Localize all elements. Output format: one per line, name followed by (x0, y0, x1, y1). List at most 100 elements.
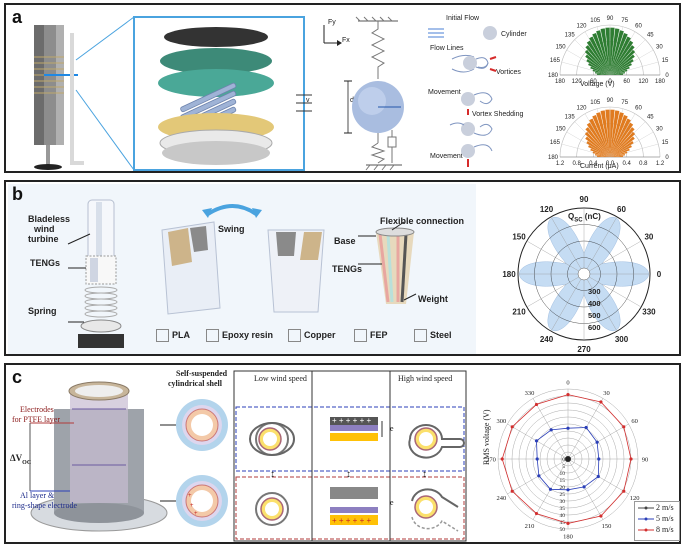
rms-point (510, 425, 514, 429)
voltage-angle-label: 90 (607, 16, 614, 22)
voltage-angle-label: 180 (548, 73, 559, 79)
current-bar (594, 153, 610, 157)
qsc-spoke (550, 273, 585, 332)
current-radial-label: 0.0 (606, 161, 615, 167)
current-bar (610, 151, 628, 157)
voltage-bar (584, 49, 610, 75)
current-angle-label: 60 (635, 106, 642, 112)
bladeless-label: Bladeless (28, 214, 71, 224)
qsc-angle-label: 240 (540, 335, 554, 344)
force-y-label: Fy (328, 19, 336, 26)
swing-illustration (161, 204, 325, 315)
current-axis-label: Current (μA) (580, 163, 619, 170)
current-radial-label: 1.2 (556, 161, 565, 167)
voltage-bar (610, 27, 615, 75)
legend-label-copper: Copper (304, 330, 336, 340)
qsc-radial-label: 500 (588, 311, 601, 320)
current-bar (585, 136, 610, 157)
rms-spoke (567, 458, 604, 520)
voltage-angle-label: 15 (662, 58, 669, 64)
current-bar (592, 151, 610, 157)
voltage-axis-label: Voltage (V) (580, 81, 615, 88)
voltage-spoke (566, 49, 611, 76)
current-bar (610, 118, 631, 157)
voltage-bar (605, 27, 610, 75)
current-bar (610, 153, 626, 157)
current-radial-label: 0.4 (622, 161, 631, 167)
voltage-angle-label: 135 (565, 33, 576, 39)
base-label: Base (334, 236, 356, 246)
voltage-bar (589, 36, 610, 75)
current-angle-label: 30 (656, 127, 663, 133)
rms-point (566, 393, 570, 397)
current-bar (610, 112, 624, 157)
voltage-bar (610, 40, 634, 75)
qsc-angle-label: 60 (617, 205, 626, 214)
rms-point (596, 474, 600, 479)
svg-text:+: + (188, 493, 192, 499)
panel-a-label: a (12, 7, 23, 27)
current-bar (588, 145, 610, 157)
qsc-angle-label: 150 (512, 233, 526, 242)
rms-point (597, 457, 601, 461)
vortex-shedding-label: Vortex Shedding (472, 111, 524, 118)
wind-label: wind (34, 224, 55, 234)
bladeless-device-illustration (34, 25, 84, 170)
voltage-bar (594, 71, 610, 75)
qsc-unit: (nC) (582, 212, 601, 221)
polar-charge-chart: 9060300330300270240210180150120300400500… (502, 195, 661, 354)
rms-point (500, 457, 504, 461)
voltage-angle-label: 60 (635, 24, 642, 30)
legend-2ms: 2 m/s (656, 503, 674, 512)
current-bar (600, 110, 610, 157)
current-bar (610, 155, 624, 157)
current-bar (610, 148, 630, 157)
rms-point (534, 511, 539, 516)
voltage-bar (610, 69, 628, 75)
initial-flow-label: Initial Flow (446, 15, 480, 22)
rms-voltage-axis-label: RMS voltage (V) (482, 409, 491, 465)
qsc-sub: SC (574, 217, 583, 224)
rms-radial-label: 10 (560, 471, 566, 477)
current-bar (586, 122, 610, 157)
voltage-radial-label: 60 (623, 79, 630, 85)
weight-label: Weight (418, 294, 448, 304)
voltage-bar (588, 63, 610, 75)
spring-mass-diagram (296, 16, 404, 171)
panel-c-label: c (12, 367, 23, 387)
svg-text:+ + + + + +: + + + + + + (332, 416, 371, 425)
voltage-angle-label: 165 (550, 58, 561, 64)
current-bar (610, 141, 634, 157)
qsc-spoke (583, 273, 618, 332)
velocity-label: v (306, 97, 310, 104)
current-spoke (609, 131, 654, 158)
wind-turbine-illustration (67, 199, 124, 348)
ptfe-label: for PTFE layer (12, 415, 60, 424)
rms-radial-label: 40 (560, 513, 566, 519)
rms-angle-label: 120 (630, 495, 640, 502)
electron-label-1: e (390, 424, 394, 433)
legend-label-steel: Steel (430, 330, 452, 340)
voc-sub: OC (22, 459, 32, 466)
voltage-radial-label: 0 (608, 79, 612, 85)
current-bar (610, 136, 635, 157)
voltage-bar (610, 32, 628, 75)
voltage-bar (585, 54, 610, 75)
cylindrical-shell-label: cylindrical shell (168, 379, 222, 388)
voc-label: ΔVOC (10, 453, 31, 466)
panel-b: b Bladeless wind turbine TENGs Spring Sw… (4, 180, 681, 356)
rms-angle-label: 30 (603, 390, 610, 397)
current-radial-label: 1.2 (656, 161, 665, 167)
panel-a: a Fy Fx v (4, 3, 681, 173)
qsc-radial-label: 400 (588, 299, 601, 308)
flexible-connection-label: Flexible connection (380, 216, 465, 226)
qsc-angle-label: 90 (580, 195, 589, 204)
current-angle-label: 105 (590, 100, 601, 106)
current-bar (610, 109, 615, 157)
current-angle-label: 15 (662, 140, 669, 146)
rms-radial-label: 45 (560, 520, 566, 526)
svg-text:+: + (194, 511, 198, 517)
current-spoke (584, 113, 611, 158)
electron-label-2: e (390, 498, 394, 507)
